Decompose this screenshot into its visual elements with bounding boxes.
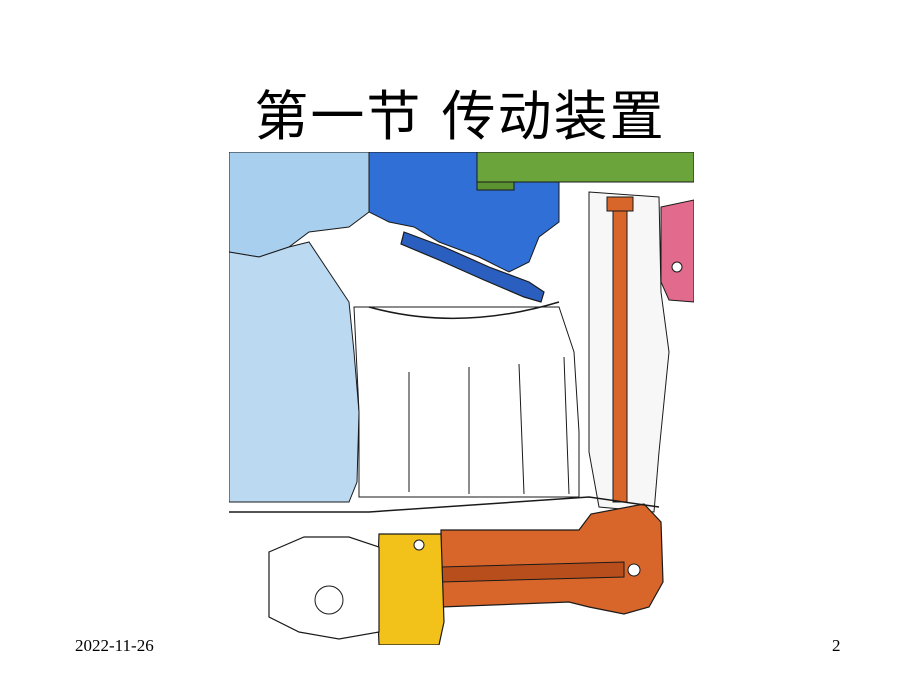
green-top-beam <box>476 152 694 183</box>
pink-component-marker <box>671 261 683 273</box>
inner-casing-line <box>368 301 560 320</box>
engine-drive-cross-section-figure <box>229 152 694 645</box>
light-blue-fan-region <box>229 241 360 503</box>
white-accessory-unit <box>268 536 380 640</box>
engine-drive-diagram <box>229 152 694 645</box>
accessory-gear <box>314 585 344 615</box>
blade-row-lines <box>408 356 570 495</box>
right-casing <box>588 191 670 513</box>
pink-component <box>660 199 694 303</box>
yellow-unit-marker <box>413 539 425 551</box>
orange-gearbox <box>440 503 664 615</box>
slide-title: 第一节 传动装置 <box>254 85 666 148</box>
lower-casing-line <box>229 496 660 513</box>
slide-page-number: 2 <box>832 636 841 655</box>
turbine-blades-area <box>353 306 580 498</box>
green-beam-detail <box>476 181 515 191</box>
slide-date: 2022-11-26 <box>75 636 154 655</box>
orange-vertical-drive-shaft <box>612 201 628 503</box>
orange-shaft-top-fitting <box>606 196 634 212</box>
gearbox-marker <box>627 563 641 577</box>
yellow-accessory-unit <box>376 533 445 645</box>
dark-blue-strut <box>400 231 545 303</box>
